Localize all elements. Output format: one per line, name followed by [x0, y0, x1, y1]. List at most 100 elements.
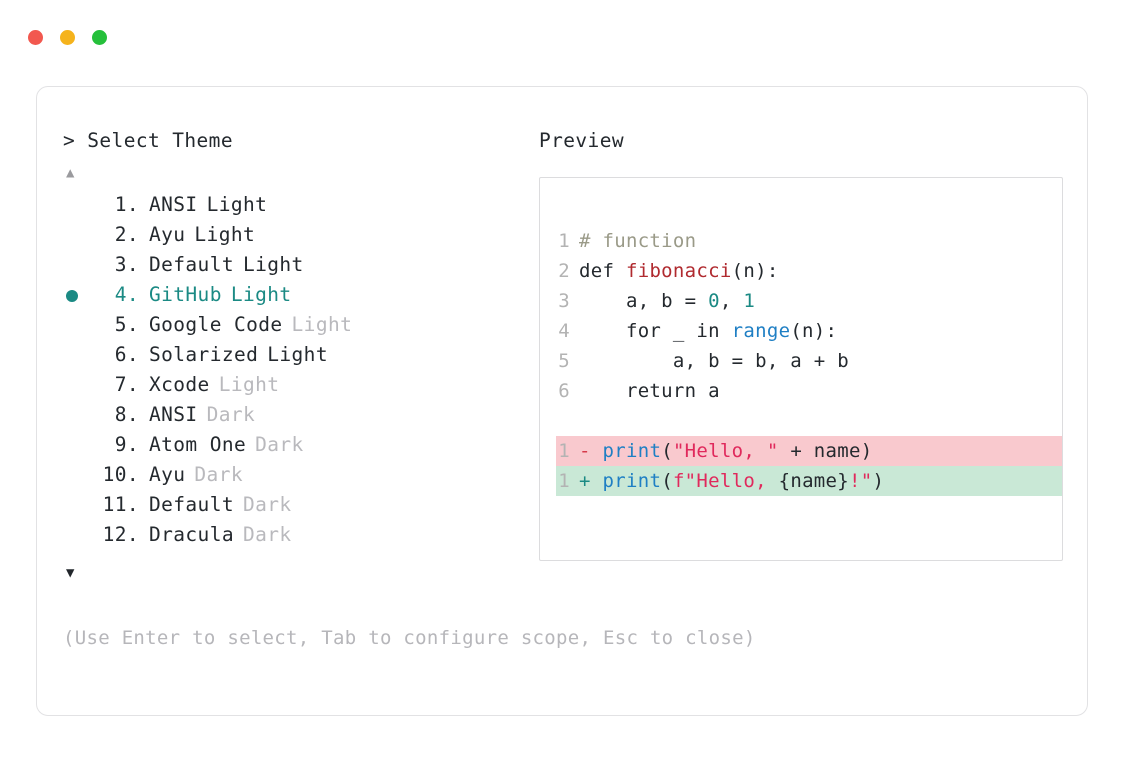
diff-line-added: 1 + print(f"Hello, {name}!"): [556, 465, 1062, 496]
theme-item-name: Google Code: [149, 312, 283, 336]
code-token: (n):: [790, 319, 838, 342]
theme-item-variant: Light: [194, 222, 256, 246]
code-token: # function: [579, 229, 697, 252]
diff-line-removed: 1- print("Hello, " + name): [556, 435, 1062, 466]
theme-item-variant: Dark: [255, 432, 304, 456]
code-token: (: [661, 439, 673, 462]
theme-item-name: Dracula: [149, 522, 234, 546]
code-token: !": [849, 469, 873, 492]
theme-list-item[interactable]: 7. Xcode Light: [63, 370, 533, 400]
theme-item-name: Ayu: [149, 462, 186, 486]
theme-list-item[interactable]: 10. Ayu Dark: [63, 460, 533, 490]
diff-sign: +: [579, 469, 603, 492]
code-line: 3 a, b = 0, 1: [556, 286, 1062, 316]
code-token: {name}: [778, 469, 850, 492]
code-token: f"Hello,: [672, 469, 779, 492]
code-line: 1 # function: [556, 226, 1062, 256]
select-theme-header: > Select Theme: [63, 129, 233, 152]
theme-item-name: Solarized: [149, 342, 259, 366]
theme-item-number: 8.: [114, 402, 139, 426]
code-line: 5 a, b = b, a + b: [556, 346, 1062, 376]
theme-list-item[interactable]: 1. ANSI Light: [63, 190, 533, 220]
close-button[interactable]: [28, 30, 43, 45]
code-token: print: [602, 439, 662, 462]
theme-item-name: Atom One: [149, 432, 247, 456]
window-traffic-lights: [28, 30, 107, 45]
code-token: fibonacci: [625, 259, 732, 282]
theme-list-item[interactable]: 3. Default Light: [63, 250, 533, 280]
line-number: 3: [558, 289, 570, 312]
scroll-down-arrow-icon[interactable]: ▼: [66, 564, 75, 581]
theme-item-name: Default: [149, 492, 234, 516]
code-token: a, b =: [579, 289, 709, 312]
theme-item-variant: Dark: [206, 402, 256, 426]
line-number: 2: [558, 259, 570, 282]
selected-bullet-icon: [63, 281, 93, 311]
code-token: def: [579, 259, 626, 282]
code-token: ,: [719, 289, 744, 312]
theme-item-variant: Light: [242, 252, 304, 276]
code-token: a, b = b, a + b: [579, 349, 849, 372]
line-number: 1: [558, 229, 570, 252]
theme-item-number: 7.: [114, 372, 139, 396]
code-token: print: [602, 469, 662, 492]
theme-item-number: 9.: [114, 432, 139, 456]
code-token: (: [661, 469, 673, 492]
code-token: for _ in: [579, 319, 732, 342]
preview-label: Preview: [539, 129, 624, 152]
theme-item-variant: Light: [218, 372, 280, 396]
line-number: 1: [558, 439, 570, 462]
theme-item-variant: Dark: [194, 462, 243, 486]
theme-item-variant: Dark: [242, 522, 292, 546]
code-token: "Hello, ": [672, 439, 779, 462]
theme-item-number: 4.: [114, 282, 139, 306]
theme-item-variant: Light: [291, 312, 353, 336]
code-token: 1: [743, 289, 756, 312]
code-line: 4 for _ in range(n):: [556, 316, 1062, 346]
theme-item-number: 12.: [102, 522, 139, 546]
theme-item-number: 5.: [114, 312, 139, 336]
keyboard-hint-text: (Use Enter to select, Tab to configure s…: [63, 627, 756, 649]
theme-item-number: 1.: [114, 192, 139, 216]
code-blank-line: [556, 406, 1062, 436]
theme-item-variant: Dark: [242, 492, 292, 516]
theme-item-variant: Light: [230, 282, 292, 306]
code-token: return a: [579, 379, 720, 402]
theme-item-number: 6.: [114, 342, 139, 366]
theme-list-item[interactable]: 9. Atom One Dark: [63, 430, 533, 460]
line-number: 4: [558, 319, 570, 342]
theme-item-variant: Light: [267, 342, 328, 366]
scroll-up-arrow-icon[interactable]: ▲: [66, 164, 75, 181]
theme-item-number: 10.: [102, 462, 139, 486]
code-token: + name): [778, 439, 873, 462]
diff-sign: -: [579, 439, 603, 462]
theme-item-name: Xcode: [149, 372, 210, 396]
theme-list-item[interactable]: 6. Solarized Light: [63, 340, 533, 370]
line-number: 1: [558, 469, 570, 492]
theme-item-variant: Light: [206, 192, 268, 216]
theme-list-item[interactable]: 4. GitHub Light: [63, 280, 533, 310]
theme-item-number: 3.: [114, 252, 139, 276]
line-number: 5: [558, 349, 570, 372]
theme-item-name: ANSI: [149, 192, 198, 216]
theme-list-item[interactable]: 5. Google Code Light: [63, 310, 533, 340]
code-token: range: [731, 319, 791, 342]
theme-item-name: Default: [149, 252, 234, 276]
theme-item-name: Ayu: [149, 222, 186, 246]
code-line: 6 return a: [556, 376, 1062, 406]
theme-list-item[interactable]: 12. Dracula Dark: [63, 520, 533, 550]
code-token: (n):: [731, 259, 779, 282]
maximize-button[interactable]: [92, 30, 107, 45]
code-token: ): [872, 469, 885, 492]
minimize-button[interactable]: [60, 30, 75, 45]
code-line: 2 def fibonacci(n):: [556, 256, 1062, 286]
theme-item-name: GitHub: [149, 282, 222, 306]
